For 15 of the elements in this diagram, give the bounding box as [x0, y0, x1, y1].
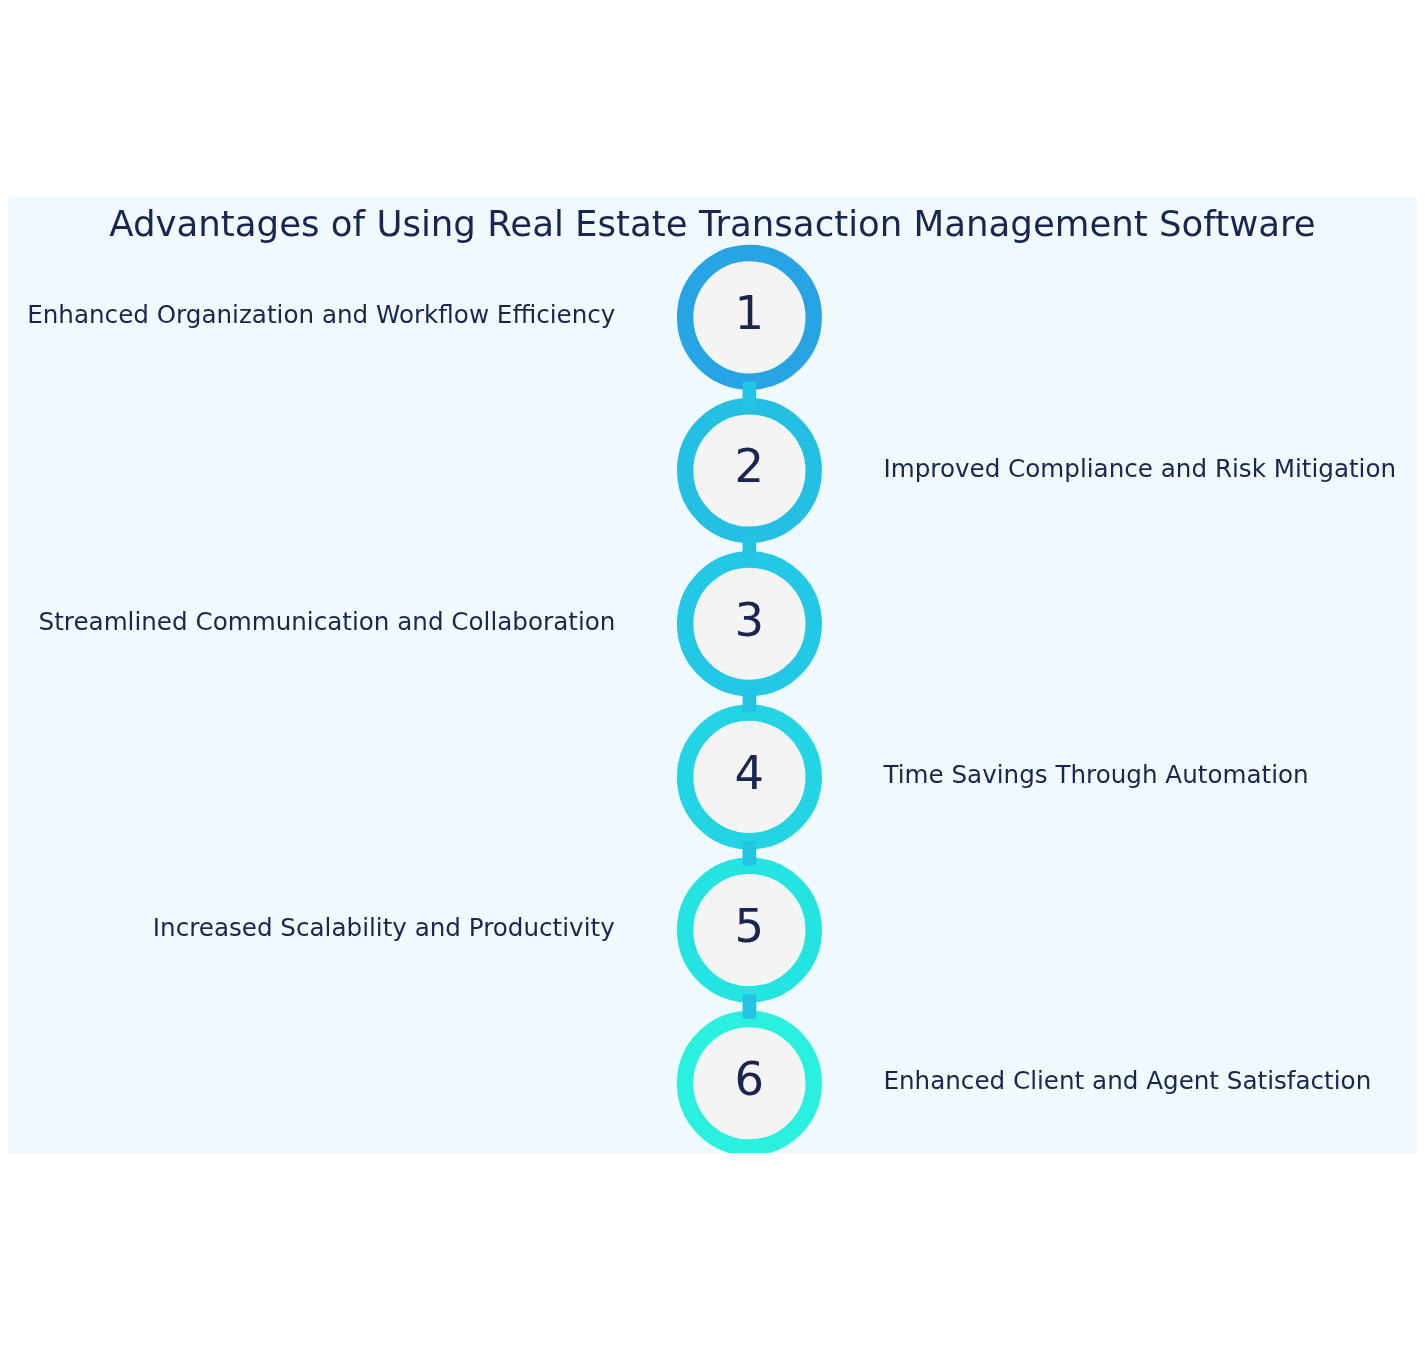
node-circle: 4 [676, 704, 822, 850]
node-circle: 1 [676, 244, 822, 390]
diagram-title: Advantages of Using Real Estate Transaction Management Software [109, 203, 1316, 245]
node-label: Time Savings Through Automation [883, 759, 1309, 789]
node-label: Enhanced Organization and Workflow Efficiency [27, 300, 616, 330]
node-label: Increased Scalability and Productivity [152, 913, 615, 943]
connector [742, 994, 757, 1019]
node-label: Streamlined Communication and Collaboration [38, 606, 616, 636]
node-circle: 3 [676, 551, 822, 697]
node-label: Enhanced Client and Agent Satisfaction [883, 1066, 1372, 1096]
node-circle: 5 [676, 857, 822, 1003]
node-circle: 6 [676, 1010, 822, 1153]
connector [742, 841, 757, 866]
node-circle: 2 [676, 398, 822, 543]
node-label: Improved Compliance and Risk Mitigation [883, 453, 1397, 483]
